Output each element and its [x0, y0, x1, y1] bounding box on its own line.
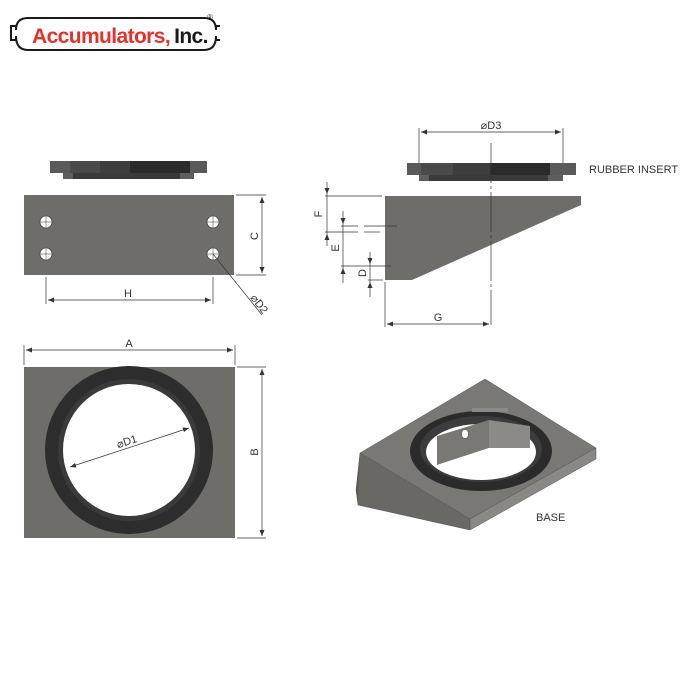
- base-isometric: [355, 378, 597, 531]
- dim-d2-label: ⌀D2: [248, 292, 270, 316]
- base-label: BASE: [536, 512, 565, 524]
- dim-g-label: G: [434, 312, 443, 324]
- base-top-view: [24, 366, 235, 538]
- dim-e-label: E: [330, 244, 342, 251]
- dim-d-label: D: [357, 269, 369, 277]
- rubber-insert-front: [50, 161, 207, 179]
- dimension-lines-front: [45, 194, 266, 316]
- dim-b-label: B: [249, 448, 261, 455]
- rubber-insert-label: RUBBER INSERT: [589, 164, 678, 176]
- rubber-insert-side: [407, 163, 576, 181]
- dim-f-label: F: [313, 210, 325, 217]
- logo-text-main: Accumulators,: [32, 25, 170, 48]
- dim-a-label: A: [125, 338, 133, 350]
- svg-text:Accumulators,Inc.: Accumulators,Inc.: [32, 25, 208, 48]
- registered-mark: ®: [207, 13, 213, 22]
- base-side-profile: [385, 196, 581, 280]
- accumulators-logo: Accumulators,Inc. ®: [10, 10, 222, 58]
- dim-d3-label: ⌀D3: [481, 120, 502, 132]
- base-front-plate: [24, 195, 234, 275]
- dim-c-label: C: [249, 232, 261, 240]
- dimension-lines-top: [23, 345, 266, 539]
- dim-h-label: H: [124, 288, 132, 300]
